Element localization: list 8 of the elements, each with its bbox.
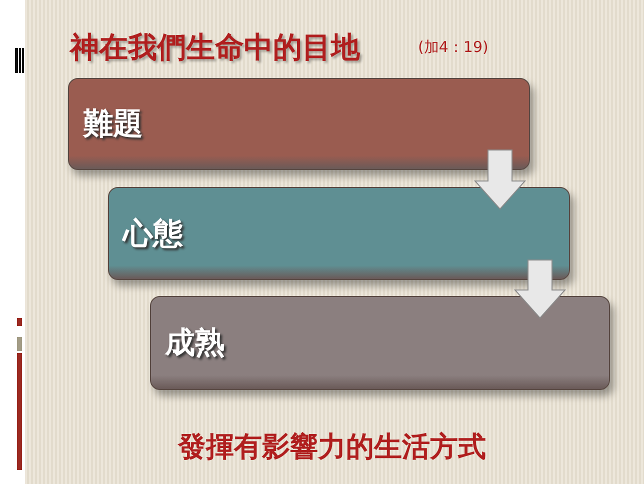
verse-reference: (加4：19) <box>418 38 488 57</box>
process-box: 成熟 <box>150 296 610 390</box>
title: 神在我們生命中的目地 <box>70 29 360 66</box>
process-box: 心態 <box>108 187 570 280</box>
process-box: 難題 <box>68 78 530 170</box>
motto-text: 發揮有影響力的生活方式 <box>178 429 486 465</box>
down-arrow <box>514 260 566 319</box>
down-arrow <box>474 150 526 210</box>
